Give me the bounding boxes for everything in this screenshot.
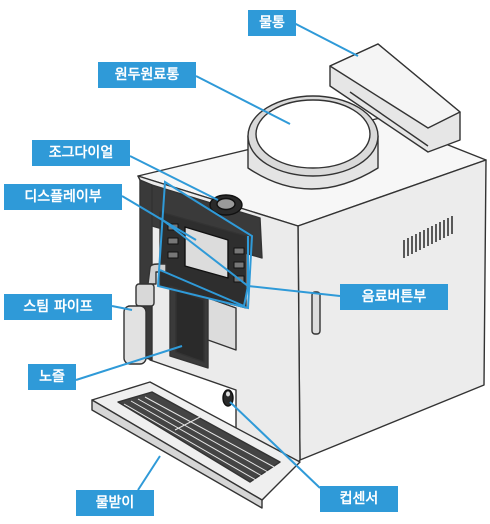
- label-water-tank: 물통: [248, 10, 296, 36]
- steam-pipe-tube: [123, 305, 147, 365]
- nozzle-housing: [207, 297, 237, 351]
- side-vents: [403, 216, 453, 258]
- drip-tray-grid-lines: [123, 396, 275, 481]
- beverage-button: [167, 251, 179, 259]
- label-bean-hopper: 원두원료통: [98, 62, 196, 88]
- beverage-button: [233, 261, 245, 269]
- leader-display: [121, 195, 197, 241]
- coffee-nozzle-face: [175, 289, 205, 363]
- bean-hopper-lid: [255, 99, 371, 169]
- label-steam-pipe: 스팀 파이프: [4, 294, 112, 320]
- drip-tray-grid: [117, 391, 281, 483]
- side-handle: [311, 291, 321, 335]
- leader-jog-dial: [129, 155, 219, 201]
- label-nozzle: 노즐: [28, 364, 76, 390]
- leader-cup-sensor: [229, 401, 321, 489]
- steam-pipe-arm: [147, 263, 167, 285]
- label-cup-sensor: 컵센서: [320, 486, 398, 512]
- steam-pipe-sleeve: [135, 283, 155, 307]
- jog-dial-cap: [216, 197, 236, 211]
- drip-tray-front: [91, 399, 263, 509]
- leader-bean-hopper: [195, 75, 291, 125]
- beverage-button: [167, 237, 179, 245]
- water-tank-top: [329, 43, 461, 129]
- leader-water-tank: [291, 21, 359, 57]
- water-tank-groove: [349, 91, 429, 147]
- leader-steam-pipe: [111, 305, 133, 311]
- beverage-button-bracket: [156, 180, 254, 310]
- label-jog-dial: 조그다이얼: [32, 140, 130, 166]
- leader-nozzle: [75, 345, 183, 381]
- label-beverage-buttons: 음료버튼부: [340, 284, 448, 310]
- beverage-button: [233, 247, 245, 255]
- label-drip-tray: 물받이: [76, 490, 154, 516]
- machine-illustration: [91, 43, 487, 509]
- leader-drip-tray: [137, 455, 161, 491]
- label-display: 디스플레이부: [4, 184, 122, 210]
- cup-sensor-dot: [226, 391, 230, 397]
